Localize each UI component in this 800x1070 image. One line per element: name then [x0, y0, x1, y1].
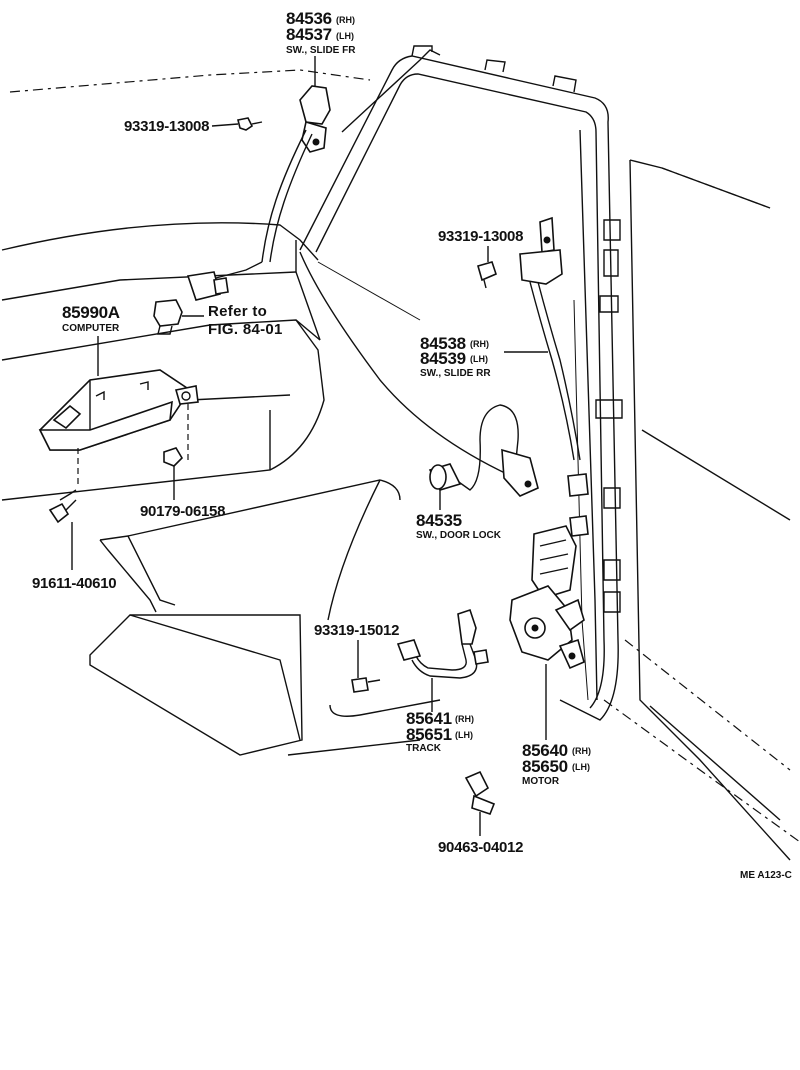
- part-desc-sw-slide-rr: SW., SLIDE RR: [420, 368, 491, 379]
- figure-reference: FIG. 84-01: [208, 321, 283, 338]
- label-motor: 85640 (RH) 85650 (LH) MOTOR: [522, 741, 591, 787]
- part-number-84538: 84538: [420, 334, 466, 353]
- svg-text:(RH): (RH): [572, 746, 591, 756]
- label-sw-front: 84536 (RH) 84537 (LH) SW., SLIDE FR: [286, 9, 356, 56]
- part-number-84537: 84537: [286, 25, 332, 44]
- nut: [163, 447, 184, 500]
- svg-text:(RH): (RH): [470, 339, 489, 349]
- label-door-lock: 84535 SW., DOOR LOCK: [416, 511, 502, 541]
- svg-text:Refer to: Refer to: [208, 303, 267, 320]
- part-number-93319-15012: 93319-15012: [314, 622, 399, 639]
- computer-unit: [38, 336, 199, 488]
- part-desc-sw-slide-fr: SW., SLIDE FR: [286, 45, 356, 56]
- vehicle-body-outline: [1, 45, 800, 861]
- computer-connector: [153, 299, 204, 335]
- screw-top: [211, 117, 263, 131]
- part-number-85990A: 85990A: [62, 303, 120, 322]
- seat-motor: [509, 525, 585, 740]
- part-number-84539: 84539: [420, 349, 466, 368]
- part-number-85641: 85641: [406, 709, 452, 728]
- part-desc-door-lock: SW., DOOR LOCK: [416, 530, 502, 541]
- part-number-90463-04012: 90463-04012: [438, 839, 523, 856]
- figure-code: ME A123-C: [740, 870, 792, 881]
- part-number-91611-40610: 91611-40610: [32, 575, 116, 592]
- part-number-84535: 84535: [416, 511, 462, 530]
- label-sw-rear: 84538 (RH) 84539 (LH) SW., SLIDE RR: [420, 334, 491, 379]
- seat-track: [287, 608, 489, 756]
- svg-text:(RH): (RH): [336, 15, 355, 25]
- svg-text:(LH): (LH): [572, 762, 590, 772]
- part-number-85650: 85650: [522, 757, 568, 776]
- door-lock-switch: [428, 404, 539, 510]
- label-computer: 85990A COMPUTER: [62, 303, 120, 334]
- part-number-90179-06158: 90179-06158: [140, 503, 225, 520]
- part-desc-motor: MOTOR: [522, 776, 560, 787]
- svg-text:(LH): (LH): [470, 354, 488, 364]
- part-desc-track: TRACK: [406, 743, 442, 754]
- screw-track: [351, 640, 381, 693]
- clamp: [464, 770, 496, 836]
- label-refer-fig: Refer to FIG. 84-01: [208, 303, 283, 338]
- slide-switch-rear: [504, 216, 589, 537]
- part-number-93319-13008-top: 93319-13008: [124, 118, 209, 135]
- svg-text:(LH): (LH): [455, 730, 473, 740]
- part-number-85651: 85651: [406, 725, 452, 744]
- slide-switch-front: [186, 85, 331, 301]
- part-desc-computer: COMPUTER: [62, 323, 120, 334]
- svg-text:(RH): (RH): [455, 714, 474, 724]
- label-track: 85641 (RH) 85651 (LH) TRACK: [406, 709, 474, 754]
- bolt: [48, 489, 77, 570]
- part-number-85640: 85640: [522, 741, 568, 760]
- svg-text:(LH): (LH): [336, 31, 354, 41]
- part-number-93319-13008-rear: 93319-13008: [438, 228, 523, 245]
- part-number-84536: 84536: [286, 9, 332, 28]
- screw-rear: [477, 246, 497, 289]
